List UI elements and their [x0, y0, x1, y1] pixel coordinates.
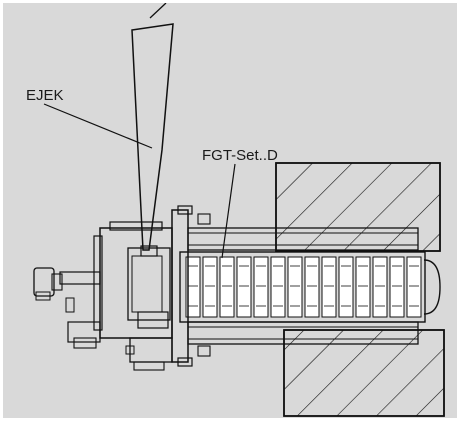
fgt-segment	[355, 256, 371, 318]
fgt-segment	[372, 256, 388, 318]
fgt-segment	[202, 256, 218, 318]
wall-lower	[283, 329, 445, 417]
fgt-segment	[270, 256, 286, 318]
fgt-segment	[338, 256, 354, 318]
ejek-leader-line	[43, 103, 153, 149]
fgt-segment	[185, 256, 201, 318]
fgt-segment	[219, 256, 235, 318]
label-ejek: EJEK	[26, 87, 64, 104]
fgt-segment	[287, 256, 303, 318]
stack-end-cap	[423, 259, 441, 315]
fgt-segment	[236, 256, 252, 318]
fgt-segment	[389, 256, 405, 318]
fgt-leader-line	[221, 163, 236, 259]
wall-upper	[275, 162, 441, 252]
fgt-segment	[321, 256, 337, 318]
label-fgt-set: FGT-Set..D	[202, 147, 278, 164]
actuator-housing	[65, 221, 173, 371]
fgt-segment	[253, 256, 269, 318]
fgt-set-stack	[179, 251, 441, 323]
fgt-segment	[406, 256, 422, 318]
fgt-segment	[304, 256, 320, 318]
push-button-connector	[33, 267, 101, 301]
ejek-lever	[131, 2, 174, 257]
